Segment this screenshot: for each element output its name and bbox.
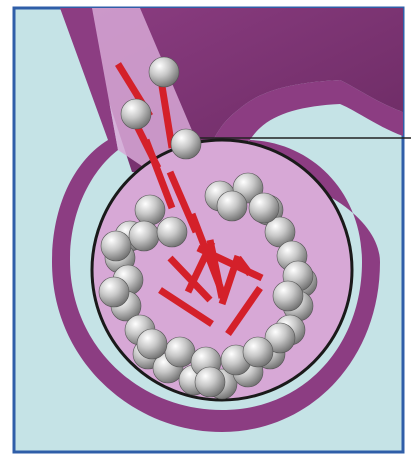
sphere-27 — [99, 277, 129, 307]
sphere-33 — [101, 231, 131, 261]
sphere-26 — [129, 221, 159, 251]
sphere-36 — [243, 337, 273, 367]
sphere-8 — [135, 195, 165, 225]
sphere-32 — [217, 191, 247, 221]
sphere-29 — [165, 337, 195, 367]
sphere-37 — [195, 367, 225, 397]
sphere-3 — [171, 129, 201, 159]
sphere-34 — [273, 281, 303, 311]
sphere-38 — [157, 217, 187, 247]
sphere-2 — [121, 99, 151, 129]
sphere-1 — [149, 57, 179, 87]
sphere-31 — [249, 193, 279, 223]
sphere-35 — [137, 329, 167, 359]
